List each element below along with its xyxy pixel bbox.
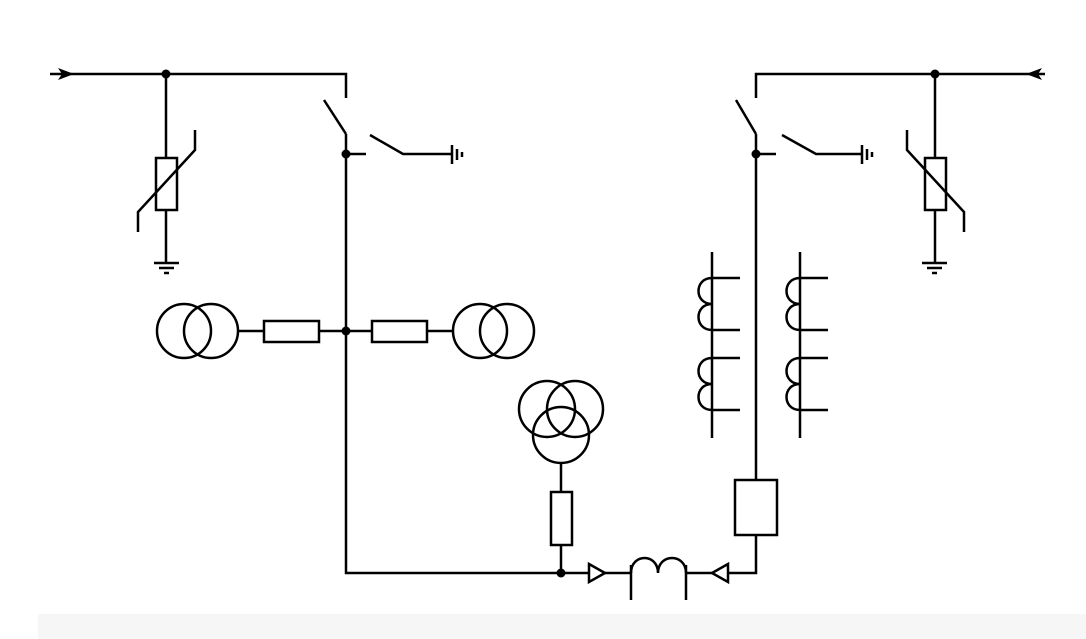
two-winding-transformer-right xyxy=(451,302,536,360)
incoming-line-right xyxy=(754,68,1045,98)
disconnect-switch-right xyxy=(734,99,761,480)
ground-icon xyxy=(450,145,464,164)
ground-icon xyxy=(154,261,179,275)
fuse-left xyxy=(262,319,321,344)
incoming-line-left xyxy=(50,68,348,98)
series-inductor xyxy=(587,535,758,600)
three-winding-transformer xyxy=(517,379,605,465)
arrow-left-icon xyxy=(1026,68,1042,80)
breaker-box xyxy=(733,478,779,537)
bottom-bus-left xyxy=(344,331,600,575)
two-winding-transformer-left xyxy=(155,302,240,360)
current-transformer-coils-right xyxy=(785,252,828,438)
bottom-strip xyxy=(38,614,1086,639)
earthing-switch-right xyxy=(756,133,874,164)
fuse-right xyxy=(370,319,429,344)
ground-icon xyxy=(860,145,874,164)
ground-icon xyxy=(922,261,947,275)
surge-arrester-left xyxy=(136,74,197,275)
surge-arrester-right xyxy=(905,74,966,275)
current-transformer-coils-left xyxy=(697,252,740,438)
disconnect-switch-left xyxy=(322,99,351,330)
earthing-switch-left xyxy=(346,133,464,164)
fuse-vertical xyxy=(549,490,574,547)
arrow-right-icon xyxy=(58,68,74,80)
